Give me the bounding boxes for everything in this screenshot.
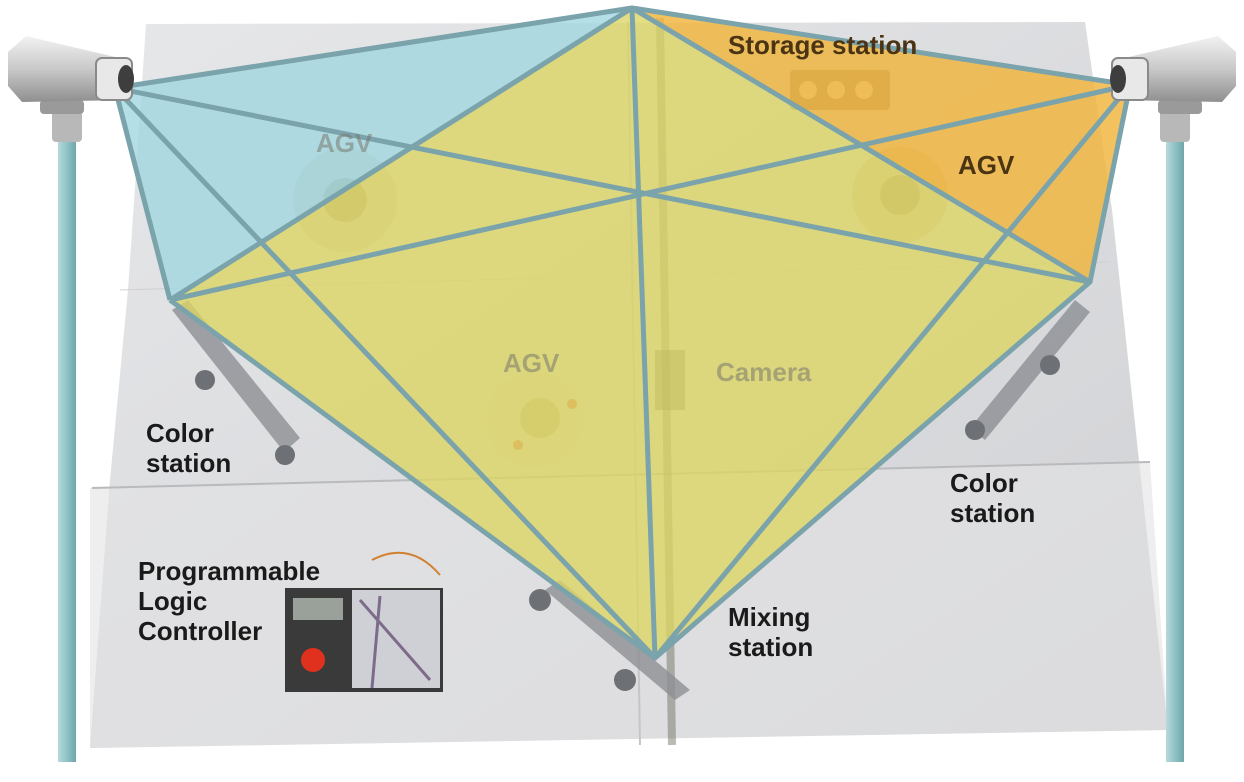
color-station-left-label: Color station bbox=[146, 418, 232, 478]
color-station-left-hardware bbox=[172, 300, 300, 465]
storage-station-label: Storage station bbox=[728, 30, 918, 60]
left-camera-icon bbox=[8, 36, 134, 142]
plc-label: Programmable Logic Controller bbox=[138, 556, 321, 646]
mixing-station-label: Mixing station bbox=[728, 602, 814, 662]
right-camera-icon bbox=[1110, 36, 1236, 142]
agv-top-left-label: AGV bbox=[316, 128, 373, 158]
agv-center-label: AGV bbox=[503, 348, 560, 378]
left-camera-pole bbox=[58, 140, 76, 762]
color-station-right-label: Color station bbox=[950, 468, 1036, 528]
color-station-right-hardware bbox=[965, 300, 1090, 440]
camera-view-right bbox=[632, 8, 1130, 282]
right-camera-pole bbox=[1166, 140, 1184, 762]
frustum-edges bbox=[112, 5, 1133, 661]
plc-cabinet bbox=[285, 551, 443, 692]
camera-label: Camera bbox=[716, 357, 812, 387]
mixing-station-hardware bbox=[529, 580, 690, 700]
camera-view-combined bbox=[170, 8, 1090, 658]
agv-top-right-label: AGV bbox=[958, 150, 1015, 180]
